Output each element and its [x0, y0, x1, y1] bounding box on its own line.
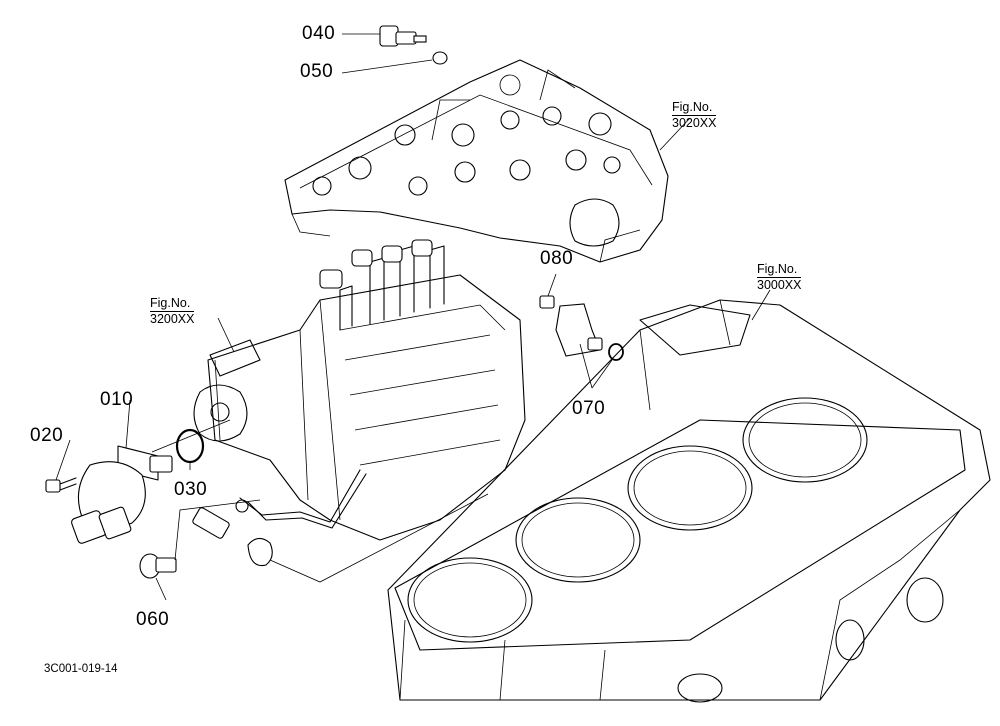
callout-030: 030: [174, 479, 208, 500]
fig-ref-head: Fig.No. 3020XX: [672, 100, 717, 131]
fig-ref-pump: Fig.No. 3200XX: [150, 296, 195, 327]
fig-ref-number: 3020XX: [672, 115, 717, 130]
injection-pump: [192, 239, 526, 567]
callout-070: 070: [572, 398, 606, 419]
fig-ref-number: 3000XX: [757, 277, 802, 292]
part-010-solenoid: [71, 445, 173, 544]
callout-060: 060: [136, 609, 170, 630]
image-code: 3C001-019-14: [44, 663, 118, 675]
part-050-washer: [432, 51, 448, 65]
part-060-switch: [139, 553, 177, 579]
fig-ref-number: 3200XX: [150, 311, 195, 326]
fig-ref-label: Fig.No.: [757, 262, 798, 276]
callout-010: 010: [100, 389, 134, 410]
callout-050: 050: [300, 61, 334, 82]
callout-040: 040: [302, 23, 336, 44]
cylinder-head: [284, 59, 669, 263]
callout-020: 020: [30, 425, 64, 446]
leader-lines: [55, 33, 771, 601]
callout-080: 080: [540, 248, 574, 269]
part-020-bolt: [45, 477, 77, 493]
cylinder-block: [387, 299, 991, 703]
part-080-bolt: [539, 295, 555, 309]
fig-ref-label: Fig.No.: [672, 100, 713, 114]
fig-ref-block: Fig.No. 3000XX: [757, 262, 802, 293]
fig-ref-label: Fig.No.: [150, 296, 191, 310]
part-030-oring: [175, 428, 205, 464]
part-040-sensor: [379, 25, 427, 47]
part-070-sensor: [555, 303, 624, 361]
